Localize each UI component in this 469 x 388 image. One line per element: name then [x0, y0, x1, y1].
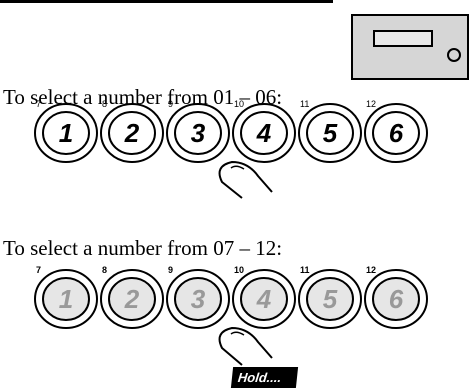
- preset-button-1[interactable]: 17: [34, 265, 98, 329]
- preset-button-3[interactable]: 39: [166, 99, 230, 163]
- button-inner-ring: [108, 111, 156, 155]
- button-number-label: 2: [124, 284, 140, 314]
- preset-button-4[interactable]: 4 10: [232, 99, 296, 163]
- preset-button-2[interactable]: 28: [100, 265, 164, 329]
- button-number-label: 2: [124, 118, 140, 148]
- display-window-icon: [373, 30, 433, 47]
- knob-icon: [447, 48, 461, 62]
- button-secondary-number: 9: [168, 99, 173, 109]
- button-number-label: 6: [389, 284, 404, 314]
- button-secondary-number: 12: [366, 99, 376, 109]
- button-inner-ring: [42, 277, 90, 321]
- button-number-label: 4: [256, 118, 272, 148]
- button-secondary-number: 12: [366, 265, 376, 275]
- button-secondary-number: 9: [168, 265, 173, 275]
- preset-button-3[interactable]: 39: [166, 265, 230, 329]
- instruction-second: To select a number from 07 – 12:: [3, 236, 283, 260]
- button-number-label: 3: [191, 118, 206, 148]
- button-secondary-number: 10: [234, 99, 244, 109]
- button-inner-ring: [306, 111, 354, 155]
- preset-button-4[interactable]: 4 10: [232, 265, 296, 329]
- button-number-label: 4: [256, 284, 272, 314]
- button-inner-ring: [108, 277, 156, 321]
- button-number-label: 1: [59, 118, 73, 148]
- instruction-first: To select a number from 01 – 06:: [3, 85, 283, 109]
- button-inner-ring: [240, 111, 288, 155]
- button-inner-ring: [372, 111, 420, 155]
- preset-button-1[interactable]: 17: [34, 99, 98, 163]
- finger-hold-icon-row2: [218, 327, 273, 366]
- button-secondary-number: 10: [234, 265, 244, 275]
- button-inner-ring: [174, 277, 222, 321]
- button-secondary-number: 8: [102, 99, 107, 109]
- preset-button-5[interactable]: 5 11: [298, 265, 362, 329]
- top-rule: [0, 0, 333, 3]
- button-number-label: 1: [59, 284, 73, 314]
- button-inner-ring: [174, 111, 222, 155]
- button-number-label: 5: [323, 284, 338, 314]
- button-secondary-number: 7: [36, 265, 41, 275]
- button-secondary-number: 11: [300, 265, 310, 275]
- preset-button-2[interactable]: 28: [100, 99, 164, 163]
- button-secondary-number: 8: [102, 265, 107, 275]
- button-inner-ring: [306, 277, 354, 321]
- button-secondary-number: 11: [300, 99, 309, 109]
- button-inner-ring: [42, 111, 90, 155]
- hold-badge: Hold....: [230, 367, 299, 388]
- button-number-label: 3: [191, 284, 206, 314]
- preset-button-5[interactable]: 5 11: [298, 99, 362, 163]
- finger-press-icon-row1: [218, 161, 273, 199]
- device-front-panel-icon: [351, 14, 469, 80]
- button-number-label: 5: [323, 118, 338, 148]
- button-inner-ring: [372, 277, 420, 321]
- preset-button-6[interactable]: 6 12: [364, 265, 428, 329]
- preset-button-6[interactable]: 6 12: [364, 99, 428, 163]
- button-inner-ring: [240, 277, 288, 321]
- button-secondary-number: 7: [36, 99, 41, 109]
- button-number-label: 6: [389, 118, 404, 148]
